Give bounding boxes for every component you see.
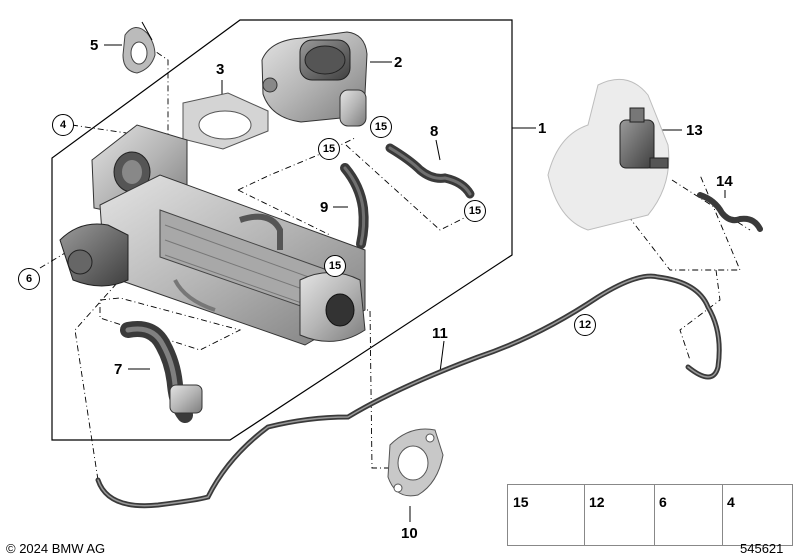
callout-15-circled: 15 bbox=[464, 200, 486, 222]
callout-10: 10 bbox=[401, 525, 418, 542]
copyright: © 2024 BMW AG bbox=[6, 541, 106, 556]
vacuum-solenoid-13 bbox=[619, 107, 669, 169]
callout-4-circled: 4 bbox=[52, 114, 74, 136]
legend-number: 12 bbox=[589, 494, 605, 510]
legend-cell: 4 bbox=[722, 485, 792, 545]
callout-5: 5 bbox=[90, 37, 99, 54]
callout-14: 14 bbox=[716, 173, 733, 190]
gasket-10 bbox=[387, 428, 444, 497]
legend-number: 4 bbox=[727, 494, 735, 510]
callout-3: 3 bbox=[216, 61, 225, 78]
small-parts-legend: 15 12 6 4 bbox=[507, 484, 793, 546]
legend-cell: 12 bbox=[584, 485, 655, 545]
callout-1: 1 bbox=[538, 120, 547, 137]
callout-12-circled: 12 bbox=[574, 314, 596, 336]
legend-number: 6 bbox=[659, 494, 667, 510]
callout-2: 2 bbox=[394, 54, 403, 71]
callout-15-circled: 15 bbox=[370, 116, 392, 138]
gasket-3 bbox=[182, 92, 269, 150]
egr-valve-actuator-2 bbox=[261, 31, 368, 127]
assembly-frame bbox=[51, 19, 513, 441]
legend-cell: 15 bbox=[508, 485, 585, 545]
callout-13: 13 bbox=[686, 122, 703, 139]
callout-7: 7 bbox=[114, 361, 123, 378]
legend-number: 15 bbox=[513, 494, 529, 510]
legend-cell: 6 bbox=[654, 485, 723, 545]
hose-7 bbox=[120, 321, 203, 423]
callout-6-circled: 6 bbox=[18, 268, 40, 290]
hose-14 bbox=[697, 192, 763, 232]
gasket-5 bbox=[122, 21, 156, 74]
callout-11: 11 bbox=[432, 325, 448, 342]
callout-15-circled: 15 bbox=[324, 255, 346, 277]
callout-leaders bbox=[104, 44, 726, 522]
callout-9: 9 bbox=[320, 199, 329, 216]
callout-8: 8 bbox=[430, 123, 439, 140]
diagram-reference-number: 545621 bbox=[740, 541, 784, 556]
callout-15-circled: 15 bbox=[318, 138, 340, 160]
egr-module-1 bbox=[59, 124, 366, 346]
